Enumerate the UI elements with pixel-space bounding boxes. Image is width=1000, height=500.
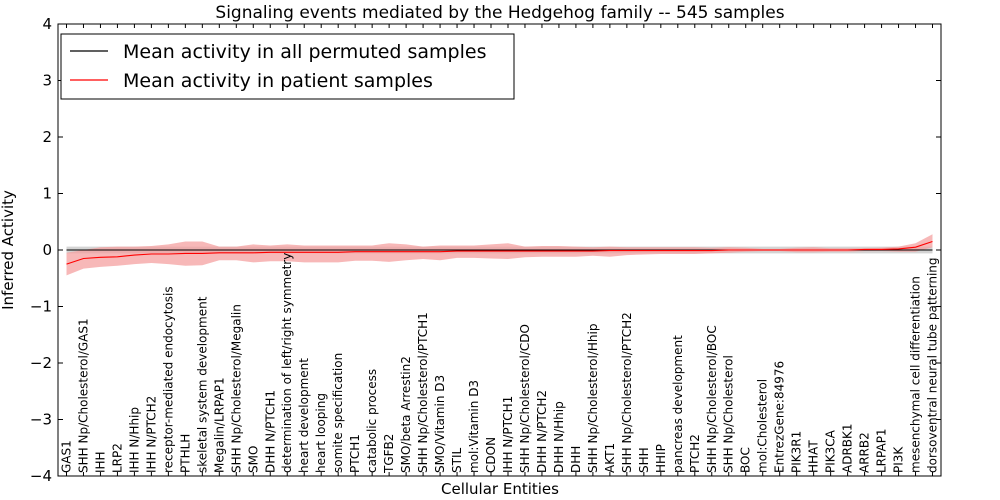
x-tick-label: heart development	[297, 358, 311, 473]
x-tick-label: SHH Np/Cholesterol/Hhip	[586, 324, 600, 473]
x-tick-label: SHH	[637, 447, 651, 473]
x-tick-label: catabolic process	[365, 369, 379, 473]
x-tick-label: determination of left/right symmetry	[280, 253, 294, 473]
y-tick-label: −4	[30, 467, 52, 485]
x-tick-label: mesenchymal cell differentiation	[909, 276, 923, 473]
x-tick-label: Megalin/LRPAP1	[212, 377, 226, 473]
y-tick-label: 2	[42, 128, 52, 146]
x-tick-label: IHH N/PTCH2	[144, 396, 158, 473]
x-tick-label: AKT1	[603, 443, 617, 473]
x-tick-label: HHAT	[807, 440, 821, 473]
x-tick-label: SHH Np/Cholesterol/BOC	[705, 325, 719, 473]
x-tick-label: DHH	[569, 446, 583, 473]
x-tick-label: dorsoventral neural tube patterning	[926, 257, 940, 473]
x-tick-label: BOC	[739, 447, 753, 473]
x-tick-label: heart looping	[314, 393, 328, 473]
y-tick-label: −1	[30, 298, 52, 316]
chart-title: Signaling events mediated by the Hedgeho…	[215, 3, 784, 23]
series-1-band	[66, 234, 933, 276]
x-tick-label: DHH N/PTCH2	[535, 390, 549, 473]
x-tick-label: ADRBK1	[841, 423, 855, 473]
legend-label-permuted: Mean activity in all permuted samples	[123, 41, 486, 63]
y-tick-label: 1	[42, 185, 52, 203]
x-tick-label: SHH Np/Cholesterol/Megalin	[229, 304, 243, 473]
x-tick-label: PTCH2	[688, 434, 702, 473]
x-tick-label: LRP2	[110, 443, 124, 473]
series-1-line	[66, 240, 933, 265]
x-tick-label: PIK3CA	[824, 429, 838, 473]
x-tick-label: PIK3R1	[790, 431, 804, 473]
x-tick-label: somite specification	[331, 353, 345, 473]
x-tick-label: SHH Np/Cholesterol/PTCH2	[620, 312, 634, 473]
x-tick-label: EntrezGene:84976	[773, 361, 787, 473]
x-tick-label: PI3K	[892, 446, 906, 473]
x-tick-label: SHH Np/Cholesterol	[722, 355, 736, 473]
x-tick-label: receptor-mediated endocytosis	[161, 286, 175, 473]
x-tick-label: mol:Vitamin D3	[467, 380, 481, 473]
x-tick-label: skeletal system development	[195, 296, 209, 473]
y-tick-label: 3	[42, 72, 52, 90]
y-axis-label: Inferred Activity	[0, 190, 17, 310]
x-tick-label: IHH N/PTCH1	[501, 396, 515, 473]
y-tick-label: 4	[42, 15, 52, 33]
x-tick-label: GAS1	[60, 440, 74, 473]
x-tick-label: ARRB2	[858, 432, 872, 473]
x-tick-label: PTCH1	[348, 434, 362, 473]
x-tick-label: HHIP	[654, 444, 668, 473]
x-tick-label: SMO/Vitamin D3	[433, 375, 447, 473]
legend: Mean activity in all permuted samples Me…	[60, 33, 515, 100]
legend-box	[60, 33, 515, 100]
x-tick-label: SMO/beta Arrestin2	[399, 356, 413, 473]
x-tick-label: STIL	[450, 448, 464, 473]
y-tick-label: 0	[42, 241, 52, 259]
x-tick-label: pancreas development	[671, 335, 685, 473]
x-tick-label: CDON	[484, 437, 498, 473]
y-tick-label: −2	[30, 354, 52, 372]
x-tick-label: LRPAP1	[875, 428, 889, 473]
x-tick-label: PTHLH	[178, 434, 192, 473]
x-tick-label: IHH	[94, 451, 108, 473]
x-tick-label: SHH Np/Cholesterol/PTCH1	[416, 312, 430, 473]
x-tick-label: TGFB2	[382, 434, 396, 474]
x-tick-label: mol:Cholesterol	[756, 379, 770, 473]
legend-label-patient: Mean activity in patient samples	[123, 70, 433, 92]
x-axis-label: Cellular Entities	[441, 480, 559, 498]
x-tick-label: IHH N/Hhip	[127, 407, 141, 473]
x-tick-label: DHH N/PTCH1	[263, 390, 277, 473]
x-tick-label: SHH Np/Cholesterol/CDO	[518, 324, 532, 473]
x-tick-label: DHH N/Hhip	[552, 401, 566, 473]
x-tick-label: SHH Np/Cholesterol/GAS1	[77, 318, 91, 473]
y-tick-label: −3	[30, 411, 52, 429]
x-tick-label: SMO	[246, 446, 260, 473]
